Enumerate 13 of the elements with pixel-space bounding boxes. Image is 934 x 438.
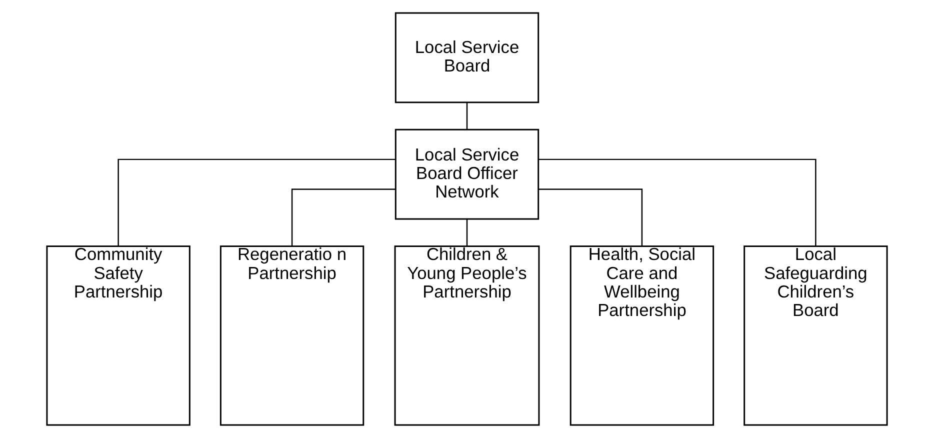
connector: [118, 158, 396, 246]
node-box: Regeneratio n Partnership: [220, 246, 364, 426]
node-box: Local Service Board Officer Network: [394, 128, 540, 220]
node-box: Children & Young People’s Partnership: [394, 246, 540, 426]
node-box: Local Service Board: [394, 12, 540, 104]
connector: [466, 102, 468, 130]
connector: [291, 188, 396, 246]
node-box: Community Safety Partnership: [46, 246, 190, 426]
node-box: Health, Social Care and Wellbeing Partnership: [570, 246, 714, 426]
node-box: Local Safeguarding Children’s Board: [744, 246, 888, 426]
connector: [538, 158, 816, 246]
connector: [538, 188, 643, 246]
connector: [466, 219, 468, 246]
